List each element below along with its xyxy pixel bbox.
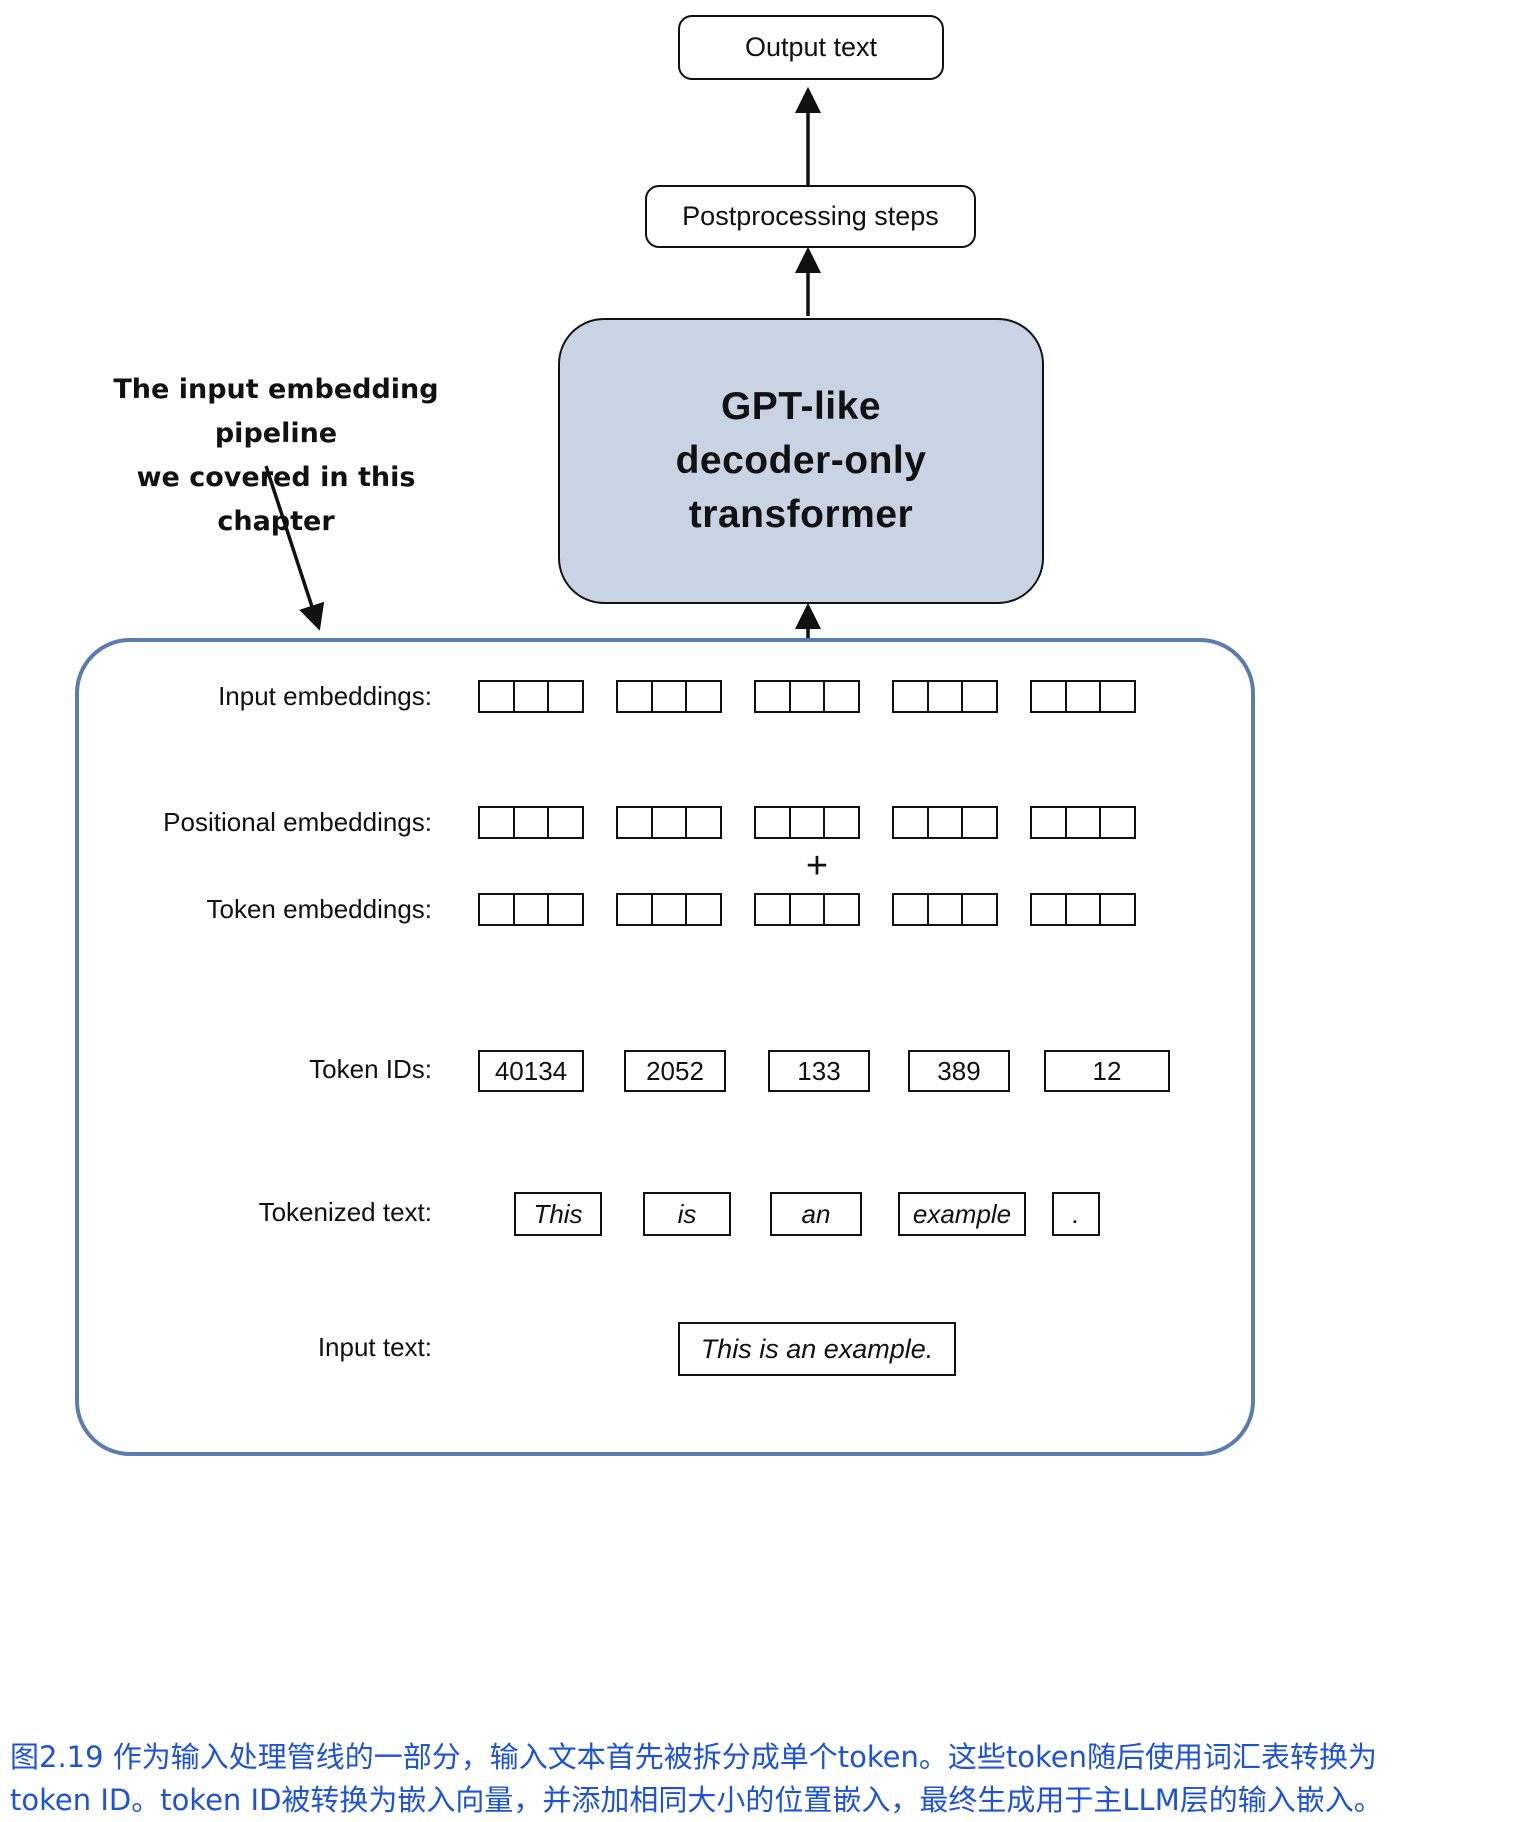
embedding-cell bbox=[788, 893, 826, 926]
embedding-cell bbox=[788, 806, 826, 839]
embedding-cell bbox=[1030, 806, 1067, 839]
embedding-cell bbox=[926, 806, 964, 839]
embedding-cell bbox=[754, 680, 791, 713]
embedding-cell bbox=[547, 893, 584, 926]
embedding-cell bbox=[685, 806, 722, 839]
token-box: an bbox=[770, 1192, 862, 1236]
token-box: . bbox=[1052, 1192, 1100, 1236]
embedding-cell bbox=[892, 806, 929, 839]
embedding-cell bbox=[478, 893, 515, 926]
embedding-cell bbox=[823, 680, 860, 713]
embedding-cell bbox=[961, 893, 998, 926]
embedding-vector bbox=[892, 806, 998, 839]
plus-sign: + bbox=[805, 845, 829, 887]
embedding-cell bbox=[1030, 680, 1067, 713]
positional-embeddings-row bbox=[478, 806, 1136, 839]
embedding-cell bbox=[1099, 806, 1136, 839]
embedding-cell bbox=[1030, 893, 1067, 926]
annotation-line2: we covered in this chapter bbox=[136, 462, 416, 537]
embedding-cell bbox=[650, 680, 688, 713]
token-id-box: 2052 bbox=[624, 1050, 726, 1092]
embedding-cell bbox=[478, 680, 515, 713]
embedding-vector bbox=[616, 806, 722, 839]
token-box: This bbox=[514, 1192, 602, 1236]
embedding-cell bbox=[823, 806, 860, 839]
embedding-cell bbox=[961, 806, 998, 839]
embedding-cell bbox=[616, 680, 653, 713]
embedding-cell bbox=[547, 806, 584, 839]
embedding-cell bbox=[754, 893, 791, 926]
embedding-vector bbox=[616, 893, 722, 926]
embedding-cell bbox=[616, 893, 653, 926]
embedding-cell bbox=[892, 680, 929, 713]
embedding-cell bbox=[1099, 893, 1136, 926]
embedding-cell bbox=[685, 893, 722, 926]
token-id-box: 133 bbox=[768, 1050, 870, 1092]
output-text-node: Output text bbox=[678, 15, 944, 80]
token-embeddings-label: Token embeddings: bbox=[206, 894, 432, 924]
token-id-box: 12 bbox=[1044, 1050, 1170, 1092]
token-ids-label: Token IDs: bbox=[309, 1054, 432, 1084]
embedding-cell bbox=[650, 893, 688, 926]
embedding-cell bbox=[685, 680, 722, 713]
transformer-label-line1: GPT-like bbox=[720, 385, 882, 429]
embedding-vector bbox=[892, 680, 998, 713]
embedding-cell bbox=[1099, 680, 1136, 713]
embedding-cell bbox=[547, 680, 584, 713]
embedding-cell bbox=[478, 806, 515, 839]
token-box: is bbox=[643, 1192, 731, 1236]
input-embeddings-row bbox=[478, 680, 1136, 713]
postprocessing-node: Postprocessing steps bbox=[645, 185, 976, 248]
transformer-node: GPT-like decoder-only transformer bbox=[558, 318, 1044, 604]
embedding-cell bbox=[926, 893, 964, 926]
annotation-text: The input embedding pipeline we covered … bbox=[80, 368, 472, 544]
embedding-cell bbox=[650, 806, 688, 839]
embedding-cell bbox=[512, 680, 550, 713]
output-text-label: Output text bbox=[744, 32, 878, 62]
embedding-pipeline-box bbox=[75, 638, 1255, 1456]
token-id-box: 389 bbox=[908, 1050, 1010, 1092]
embedding-cell bbox=[926, 680, 964, 713]
embedding-cell bbox=[512, 893, 550, 926]
figure-caption: 图2.19 作为输入处理管线的一部分，输入文本首先被拆分成单个token。这些t… bbox=[10, 1736, 1504, 1822]
embedding-cell bbox=[512, 806, 550, 839]
input-embeddings-label: Input embeddings: bbox=[218, 681, 432, 711]
embedding-vector bbox=[478, 806, 584, 839]
positional-embeddings-label: Positional embeddings: bbox=[163, 807, 432, 837]
embedding-vector bbox=[754, 680, 860, 713]
embedding-cell bbox=[788, 680, 826, 713]
embedding-cell bbox=[961, 680, 998, 713]
embedding-cell bbox=[823, 893, 860, 926]
embedding-cell bbox=[754, 806, 791, 839]
transformer-label-line3: transformer bbox=[688, 492, 914, 536]
embedding-vector bbox=[1030, 806, 1136, 839]
input-text-label: Input text: bbox=[317, 1332, 432, 1362]
embedding-vector bbox=[616, 680, 722, 713]
embedding-cell bbox=[1064, 806, 1102, 839]
embedding-cell bbox=[616, 806, 653, 839]
caption-line1: 图2.19 作为输入处理管线的一部分，输入文本首先被拆分成单个token。这些t… bbox=[10, 1740, 1377, 1774]
embedding-cell bbox=[892, 893, 929, 926]
embedding-vector bbox=[1030, 893, 1136, 926]
embedding-vector bbox=[478, 893, 584, 926]
embedding-cell bbox=[1064, 680, 1102, 713]
token-id-box: 40134 bbox=[478, 1050, 584, 1092]
caption-line2: token ID。token ID被转换为嵌入向量，并添加相同大小的位置嵌入，最… bbox=[10, 1783, 1383, 1817]
postprocessing-label: Postprocessing steps bbox=[682, 201, 939, 231]
annotation-line1: The input embedding pipeline bbox=[113, 374, 439, 449]
embedding-vector bbox=[754, 893, 860, 926]
embedding-vector bbox=[1030, 680, 1136, 713]
embedding-vector bbox=[754, 806, 860, 839]
tokenized-text-label: Tokenized text: bbox=[258, 1197, 432, 1227]
embedding-vector bbox=[892, 893, 998, 926]
embedding-vector bbox=[478, 680, 584, 713]
embedding-cell bbox=[1064, 893, 1102, 926]
transformer-label-line2: decoder-only bbox=[675, 439, 927, 483]
token-box: example bbox=[898, 1192, 1026, 1236]
token-embeddings-row bbox=[478, 893, 1136, 926]
input-text-box: This is an example. bbox=[678, 1322, 956, 1376]
